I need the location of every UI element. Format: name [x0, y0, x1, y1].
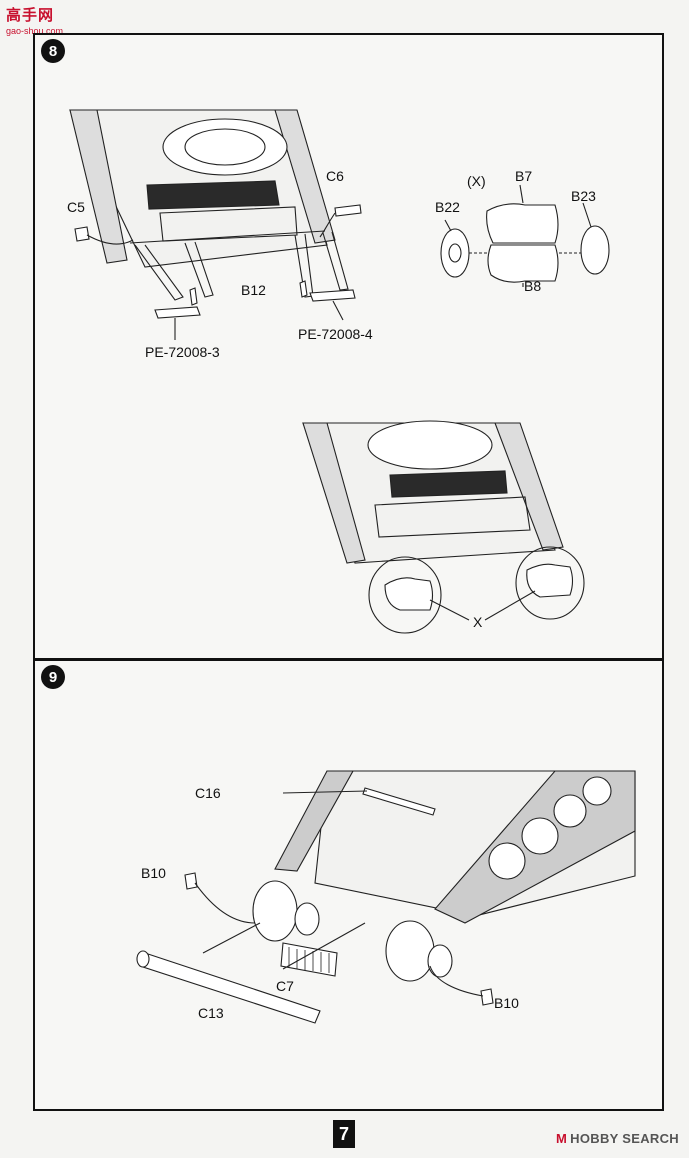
label-b7: B7	[515, 168, 532, 184]
label-x-paren: (X)	[467, 173, 486, 189]
step-9-number: 9	[41, 665, 65, 689]
label-pe-72008-4: PE-72008-4	[298, 326, 373, 342]
label-b22: B22	[435, 199, 460, 215]
label-b23: B23	[571, 188, 596, 204]
label-c5: C5	[67, 199, 85, 215]
page-number: 7	[333, 1120, 355, 1148]
label-c7: C7	[276, 978, 294, 994]
label-b10-right: B10	[494, 995, 519, 1011]
step-9-drawing: C16 B10 C7 C13 B10	[136, 770, 636, 1024]
label-c16: C16	[195, 785, 221, 801]
label-c13: C13	[198, 1005, 224, 1021]
exploded-wheel-x	[440, 184, 610, 287]
step-9-panel: 9	[33, 659, 664, 1111]
label-b12: B12	[241, 282, 266, 298]
hull-rear-upper	[69, 109, 362, 340]
label-b8: B8	[524, 278, 541, 294]
step-8-number: 8	[41, 39, 65, 63]
label-x: X	[473, 614, 483, 630]
watermark-logo: 高手网 gao-shou.com	[4, 4, 74, 38]
watermark-text: 高手网	[6, 7, 55, 24]
hobby-search-icon: M	[556, 1131, 568, 1146]
label-b10-left: B10	[141, 865, 166, 881]
watermark-url: gao-shou.com	[6, 26, 64, 36]
credit-label: HOBBY SEARCH	[570, 1131, 679, 1146]
label-c6: C6	[326, 168, 344, 184]
hull-rear-lower	[302, 420, 585, 634]
hull-underside	[136, 770, 636, 1024]
step-8-panel: 8	[33, 33, 664, 660]
step-8-drawing: C5 C6 B12 PE-72008-3 PE-72008-4 (X) B7 B…	[67, 109, 610, 634]
label-pe-72008-3: PE-72008-3	[145, 344, 220, 360]
